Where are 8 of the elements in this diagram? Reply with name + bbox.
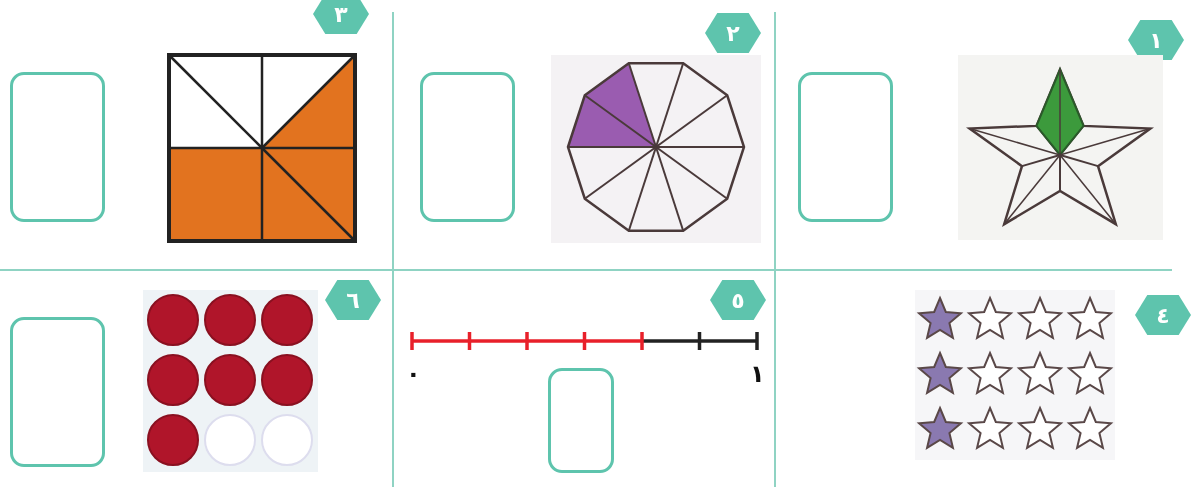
number-line-label: ٠ [406,360,421,388]
number-badge: ١ [1128,20,1184,60]
number-line-label: ١ [750,360,765,388]
number-badge: ٥ [710,280,766,320]
number-badge: ٤ [1135,295,1191,335]
number-badge: ٦ [325,280,381,320]
number-badge: ٣ [313,0,369,34]
number-badge: ٢ [705,13,761,53]
